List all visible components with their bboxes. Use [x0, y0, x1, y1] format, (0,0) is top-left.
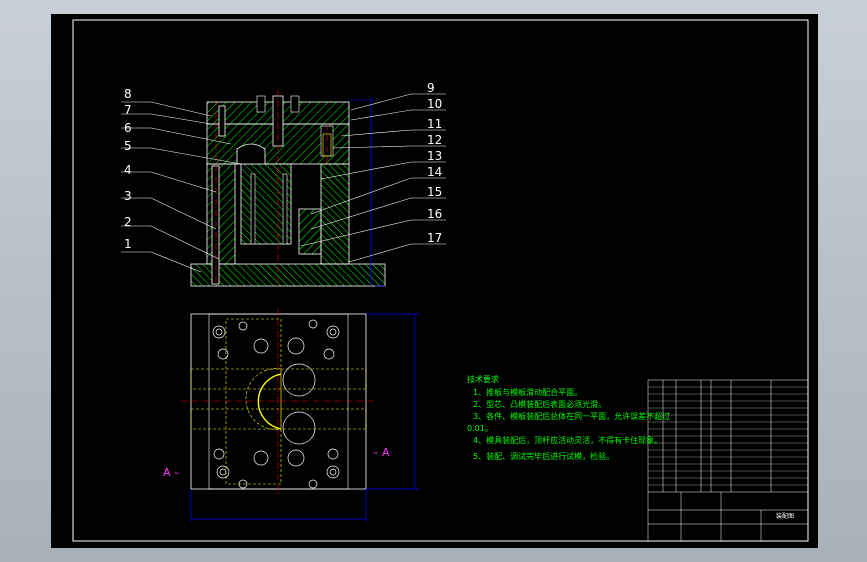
- callout-1: 1: [124, 237, 132, 251]
- callout-17: 17: [427, 231, 443, 245]
- core-block: [240, 163, 292, 245]
- leaders-left: [121, 101, 242, 273]
- section-view: [121, 90, 446, 287]
- callout-2: 2: [124, 215, 132, 229]
- notes-line-5: 4、模具装配后，顶杆应活动灵活，不得有卡住现象。: [473, 436, 663, 445]
- right-core: [298, 208, 322, 255]
- guide-pin: [218, 105, 226, 137]
- left-plate: [206, 163, 236, 265]
- notes-line-4: 0.01。: [467, 424, 493, 433]
- callout-5: 5: [124, 139, 132, 153]
- plan-dimensions: [190, 313, 419, 522]
- plan-inner: [208, 313, 349, 490]
- callout-9: 9: [427, 81, 435, 95]
- cavity: [236, 143, 266, 165]
- guide-pillar-left: [211, 165, 220, 285]
- callout-4: 4: [124, 163, 132, 177]
- part-outline: [257, 373, 282, 430]
- title-block: [647, 379, 809, 542]
- notes-title: 技术要求: [467, 375, 499, 384]
- callout-14: 14: [427, 165, 443, 179]
- callout-6: 6: [124, 121, 132, 135]
- callout-7: 7: [124, 103, 132, 117]
- plan-view: [181, 309, 419, 522]
- bolt-holes: [212, 319, 340, 489]
- notes-line-3: 3、各件、模板装配后总体在同一平面，允许误差不超过: [473, 412, 671, 421]
- section-mark-right: – A: [373, 446, 390, 459]
- callout-10: 10: [427, 97, 443, 111]
- base-plate: [190, 263, 386, 287]
- notes-line-2: 2、型芯、凸模装配后表面必须光滑。: [473, 400, 607, 409]
- callout-8: 8: [124, 87, 132, 101]
- screw-head-1: [256, 95, 266, 113]
- callout-3: 3: [124, 189, 132, 203]
- callout-13: 13: [427, 149, 443, 163]
- screw-head-2: [290, 95, 300, 113]
- cad-viewport[interactable]: 8 7 6 5 4 3 2 1 9 10 11 12 13 14 15 16 1…: [51, 14, 818, 548]
- section-mark-left: A –: [163, 466, 180, 479]
- leaders-right: [300, 93, 446, 263]
- ejector-pin-2: [282, 173, 288, 245]
- title-block-rows: [648, 386, 808, 486]
- callout-11: 11: [427, 117, 443, 131]
- notes-line-1: 1、推板与模板滑动配合平面。: [473, 388, 583, 397]
- hidden-lines: [190, 318, 367, 485]
- ejector-pin: [250, 173, 256, 245]
- spring: [322, 133, 332, 157]
- drawing-title: 装配图: [776, 513, 795, 520]
- callout-12: 12: [427, 133, 443, 147]
- plan-outline: [190, 313, 367, 490]
- callout-15: 15: [427, 185, 443, 199]
- assembly-drawing: [72, 19, 809, 542]
- notes-line-6: 5、装配、调试完毕后进行试模，检验。: [473, 452, 615, 461]
- callout-16: 16: [427, 207, 443, 221]
- outer-frame: [72, 19, 809, 542]
- right-plate: [320, 163, 350, 265]
